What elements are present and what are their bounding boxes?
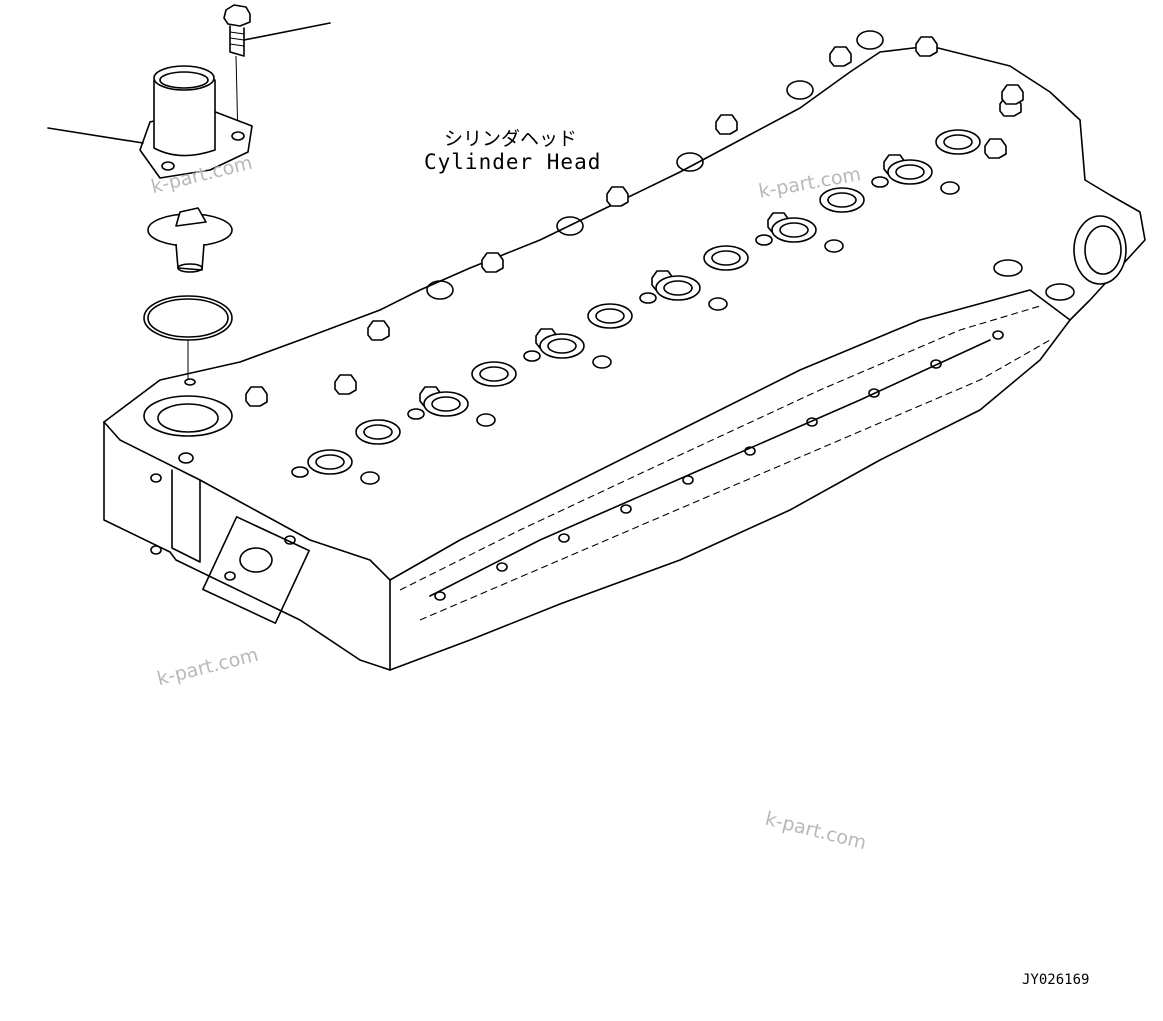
head-bolt [915,36,938,57]
injector-hole [940,181,960,195]
bolt-hole [407,408,425,420]
o-ring [143,295,233,380]
head-bolt [367,320,390,341]
rail-hole [682,475,694,485]
cylinder-head-body [103,45,1146,671]
valve-port [819,187,865,213]
valve-port-inner [547,338,577,354]
valve-port-inner [943,134,973,150]
valve-port-inner [479,366,509,382]
rail-hole [744,446,756,456]
valve-port-inner [663,280,693,296]
injector-hole [360,471,380,485]
valve-port-inner [363,424,393,440]
valve-port-inner [779,222,809,238]
rail-hole [496,562,508,572]
head-bolt [606,186,629,207]
leader-line-bolt [243,22,331,41]
head-bolt [984,138,1007,159]
valve-port [771,217,817,243]
leader-line-housing [47,127,144,144]
rail-hole [930,359,942,369]
valve-port [355,419,401,445]
head-bolt [715,114,738,135]
valve-port [423,391,469,417]
head-bolt [829,46,852,67]
figure-code: JY026169 [1022,972,1090,988]
valve-port [887,159,933,185]
head-bolt [481,252,504,273]
bolt-hole [755,234,773,246]
valve-port-inner [595,308,625,324]
valve-port-inner [827,192,857,208]
round-boss [676,152,704,172]
rail-hole [558,533,570,543]
head-bolt [245,386,268,407]
bolt-hole [523,350,541,362]
part-name-japanese: シリンダヘッド [444,128,578,150]
valve-port-inner [711,250,741,266]
round-boss [556,216,584,236]
valve-port [307,449,353,475]
rail-hole [992,330,1004,340]
bolt-hole [291,466,309,478]
injector-hole [592,355,612,369]
thermostat [147,207,233,273]
round-boss [426,280,454,300]
thermostat-housing [139,65,253,179]
head-bolt [334,374,357,395]
valve-port [587,303,633,329]
valve-port-inner [431,396,461,412]
bolt-hole [639,292,657,304]
valve-port-inner [315,454,345,470]
part-name-english: Cylinder Head [424,150,602,174]
rail-hole [434,591,446,601]
rail-hole [620,504,632,514]
valve-port [655,275,701,301]
round-boss [856,30,884,50]
rail-hole [868,388,880,398]
valve-port-inner [895,164,925,180]
valve-port [471,361,517,387]
rail-hole [806,417,818,427]
head-bolt [1001,84,1024,105]
injector-hole [708,297,728,311]
injector-hole [476,413,496,427]
round-boss [786,80,814,100]
valve-port [935,129,981,155]
bolt-hole [871,176,889,188]
valve-ports [245,30,1024,601]
flange-bolt [223,4,251,141]
injector-hole [824,239,844,253]
valve-port [703,245,749,271]
valve-port [539,333,585,359]
